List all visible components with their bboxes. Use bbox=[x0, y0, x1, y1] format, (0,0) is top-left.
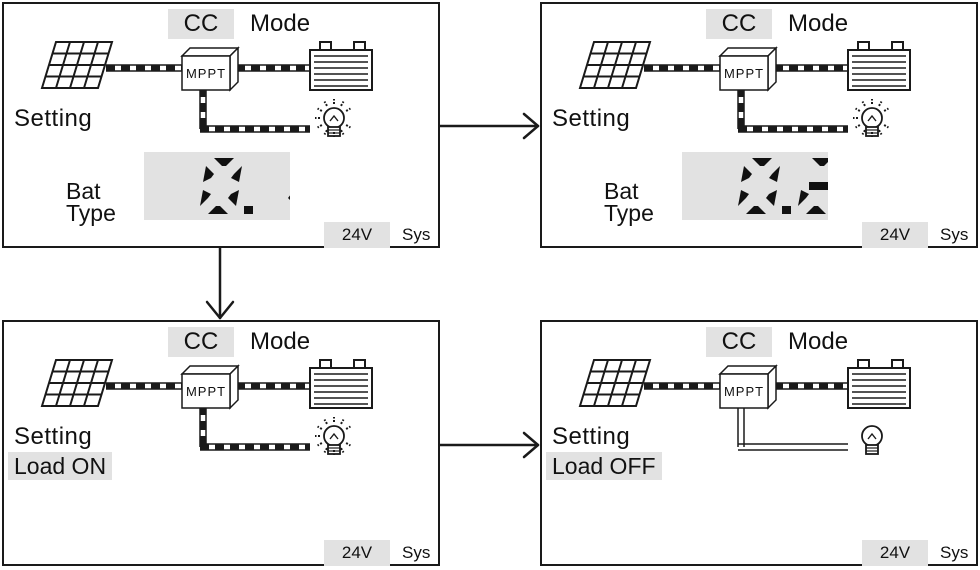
system-voltage: 24V bbox=[862, 540, 928, 566]
mppt-controller-icon: MPPT bbox=[718, 46, 778, 92]
mode-tag: CC bbox=[168, 9, 234, 39]
lcd-segment bbox=[741, 166, 752, 182]
mode-tag: CC bbox=[168, 327, 234, 357]
lcd-segment bbox=[809, 182, 828, 190]
setting-label: Setting bbox=[14, 105, 93, 132]
screen-bat-type-02: CC Mode MPPT Setting Bat Type 24V Sys bbox=[540, 2, 978, 248]
mode-word: Mode bbox=[788, 10, 849, 37]
lcd-segment bbox=[752, 158, 772, 166]
battery-icon bbox=[309, 359, 373, 409]
system-diagram: MPPT bbox=[4, 4, 442, 154]
setting-label: Setting bbox=[14, 423, 93, 450]
system-word: Sys bbox=[402, 225, 431, 244]
lcd-segment bbox=[231, 166, 242, 182]
cable-icon bbox=[644, 382, 848, 451]
cable-icon bbox=[644, 64, 848, 133]
screen-bat-type-01: CC Mode MPPT Setting Bat Type 24V Sys bbox=[2, 2, 440, 248]
cable-icon bbox=[106, 382, 310, 451]
bat-label-line2: Type bbox=[604, 200, 654, 226]
lightbulb-icon bbox=[315, 99, 351, 137]
lcd-value-display bbox=[682, 152, 828, 220]
system-word: Sys bbox=[940, 543, 969, 562]
screen-load-off: CC Mode MPPT Setting Load OFF 24V Sys bbox=[540, 320, 978, 566]
solar-panel-icon bbox=[40, 359, 114, 407]
screen-load-on: CC Mode MPPT Setting Load ON 24V Sys bbox=[2, 320, 440, 566]
lcd-segment bbox=[203, 166, 214, 182]
lcd-digits bbox=[738, 158, 828, 214]
bat-label-line1: Bat bbox=[66, 178, 101, 204]
system-diagram: MPPT bbox=[4, 322, 442, 472]
lightbulb-icon bbox=[315, 417, 351, 455]
mppt-controller-icon: MPPT bbox=[718, 364, 778, 410]
setting-label: Setting bbox=[552, 105, 631, 132]
solar-panel-icon bbox=[40, 41, 114, 89]
mode-word: Mode bbox=[250, 10, 311, 37]
solar-panel-icon bbox=[578, 359, 652, 407]
lcd-segment bbox=[228, 190, 239, 206]
mode-tag: CC bbox=[706, 9, 772, 39]
lcd-decimal-point bbox=[782, 206, 791, 214]
lcd-segment bbox=[214, 158, 234, 166]
mppt-label: MPPT bbox=[186, 384, 226, 399]
arrow-right-bottom-head bbox=[522, 431, 540, 459]
lcd-value-display bbox=[144, 152, 290, 220]
system-voltage: 24V bbox=[324, 540, 390, 566]
lcd-segment bbox=[288, 195, 290, 200]
lcd-segment bbox=[812, 158, 828, 166]
system-word: Sys bbox=[940, 225, 969, 244]
load-status-label: Load OFF bbox=[546, 452, 662, 480]
lcd-segment bbox=[769, 166, 780, 182]
cable-icon bbox=[106, 64, 310, 133]
arrow-down-head bbox=[205, 300, 235, 320]
bat-label-line1: Bat bbox=[604, 178, 639, 204]
bat-type-label: Bat Type bbox=[604, 178, 654, 226]
mppt-controller-icon: MPPT bbox=[180, 364, 240, 410]
lcd-decimal-point bbox=[244, 206, 253, 214]
lcd-segment bbox=[746, 206, 766, 214]
lcd-segment bbox=[766, 190, 777, 206]
mppt-controller-icon: MPPT bbox=[180, 46, 240, 92]
lcd-segment bbox=[806, 206, 826, 214]
lcd-segment bbox=[738, 190, 749, 206]
solar-panel-icon bbox=[578, 41, 652, 89]
bat-label-line2: Type bbox=[66, 200, 116, 226]
lcd-segment bbox=[798, 190, 809, 206]
lcd-segment bbox=[200, 190, 211, 206]
battery-icon bbox=[847, 41, 911, 91]
system-voltage: 24V bbox=[862, 222, 928, 248]
lcd-segment bbox=[208, 206, 228, 214]
mode-word: Mode bbox=[788, 328, 849, 355]
system-voltage: 24V bbox=[324, 222, 390, 248]
mode-word: Mode bbox=[250, 328, 311, 355]
mppt-label: MPPT bbox=[724, 66, 764, 81]
mppt-label: MPPT bbox=[186, 66, 226, 81]
battery-icon bbox=[309, 41, 373, 91]
setting-label: Setting bbox=[552, 423, 631, 450]
lightbulb-icon bbox=[853, 99, 889, 137]
battery-icon bbox=[847, 359, 911, 409]
mppt-label: MPPT bbox=[724, 384, 764, 399]
load-status-label: Load ON bbox=[8, 452, 113, 480]
system-diagram: MPPT bbox=[542, 4, 980, 154]
system-diagram: MPPT bbox=[542, 322, 980, 472]
system-word: Sys bbox=[402, 543, 431, 562]
lightbulb-icon bbox=[861, 425, 883, 455]
bat-type-label: Bat Type bbox=[66, 178, 116, 226]
arrow-right-top-head bbox=[522, 112, 540, 140]
lcd-digits bbox=[200, 158, 290, 214]
mode-tag: CC bbox=[706, 327, 772, 357]
